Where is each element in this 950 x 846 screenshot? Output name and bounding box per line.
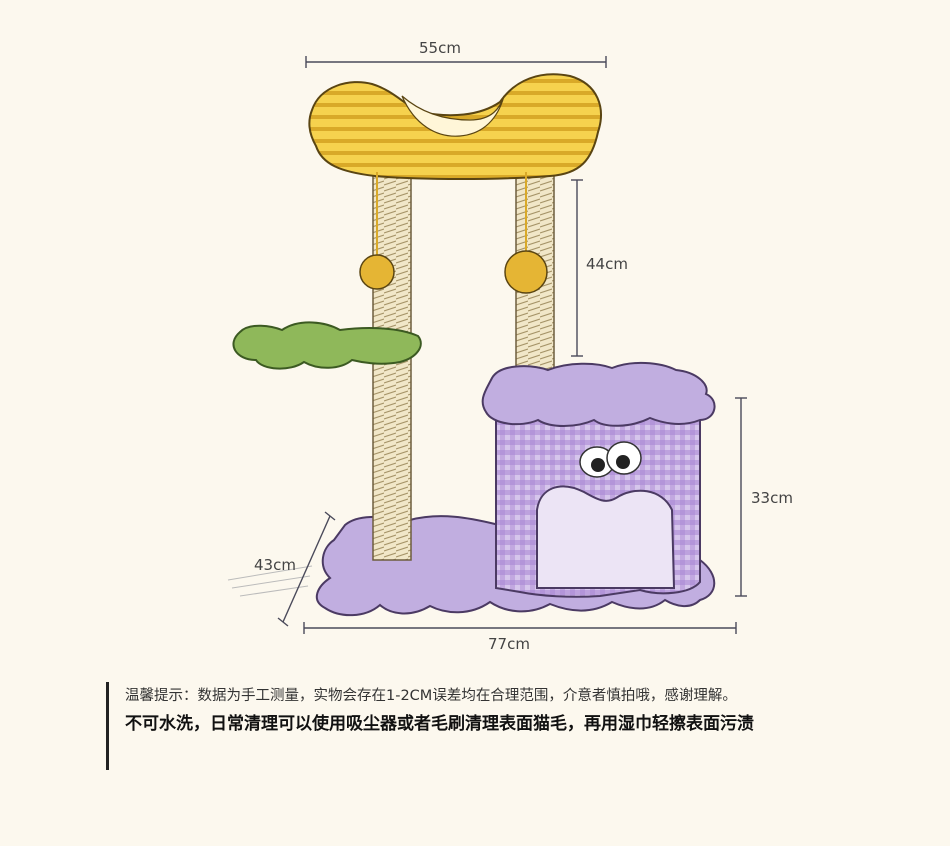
dimension-depth: 43cm [254,556,296,574]
dimension-lines [277,56,747,634]
dimension-post-height: 44cm [586,255,628,273]
house-eyes [579,441,642,478]
dimension-base-width: 77cm [488,635,530,653]
notes-block: 温馨提示：数据为手工测量，实物会存在1-2CM误差均在合理范围，介意者慎拍哦，感… [106,682,926,770]
green-platform [232,321,422,370]
right-ball [504,250,548,294]
left-ball [359,254,395,290]
house-entrance [536,485,676,589]
dimension-top-width: 55cm [419,39,461,57]
measurement-tip: 温馨提示：数据为手工测量，实物会存在1-2CM误差均在合理范围，介意者慎拍哦，感… [125,688,737,704]
care-instructions: 不可水洗，日常清理可以使用吸尘器或者毛刷清理表面猫毛，再用湿巾轻擦表面污渍 [125,714,754,734]
dimension-house-height: 33cm [751,489,793,507]
bed-inner [401,95,505,137]
house-top [481,361,716,427]
floor-shadow [227,565,313,597]
